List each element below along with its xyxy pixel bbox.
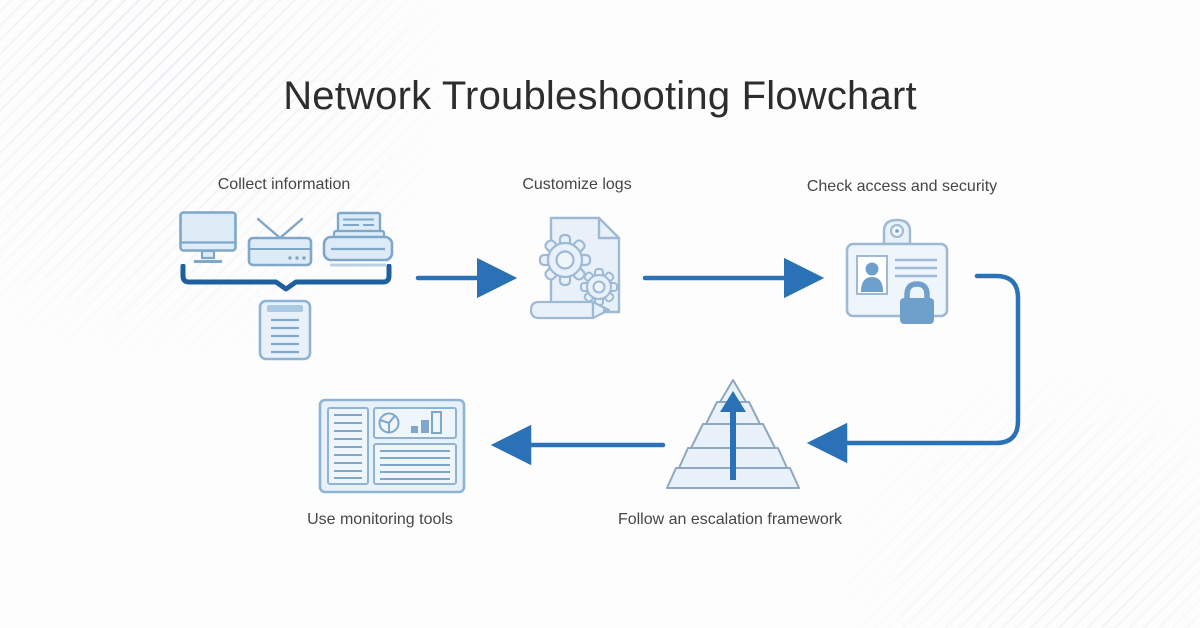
label-check-access-security: Check access and security [806, 178, 998, 195]
page-title: Network Troubleshooting Flowchart [283, 74, 917, 118]
gear-small-icon [580, 268, 618, 306]
pie-chart-icon [378, 412, 400, 434]
id-card-icon [845, 218, 949, 324]
document-gears-pencil-icon [529, 216, 621, 320]
pencil-icon [529, 300, 611, 320]
printer-icon [322, 211, 394, 267]
label-collect-information: Collect information [217, 176, 351, 193]
arrow-check-to-escalate [806, 273, 1021, 464]
label-escalation-framework: Follow an escalation framework [617, 511, 843, 528]
upward-arrow-icon [720, 391, 746, 480]
gear-large-icon [538, 233, 592, 287]
label-customize-logs: Customize logs [522, 176, 632, 193]
padlock-icon [900, 281, 934, 324]
router-icon [247, 217, 313, 267]
webcam-icon [882, 218, 912, 246]
notepad-icon [258, 299, 312, 361]
label-use-monitoring-tools: Use monitoring tools [307, 511, 453, 528]
photo-badge [856, 255, 888, 295]
desktop-monitor-icon [179, 211, 237, 263]
layered-pyramid-icon [666, 379, 800, 489]
grouping-brace [180, 264, 392, 292]
bar-chart-icon [411, 411, 442, 434]
dashboard-icon [318, 398, 466, 494]
